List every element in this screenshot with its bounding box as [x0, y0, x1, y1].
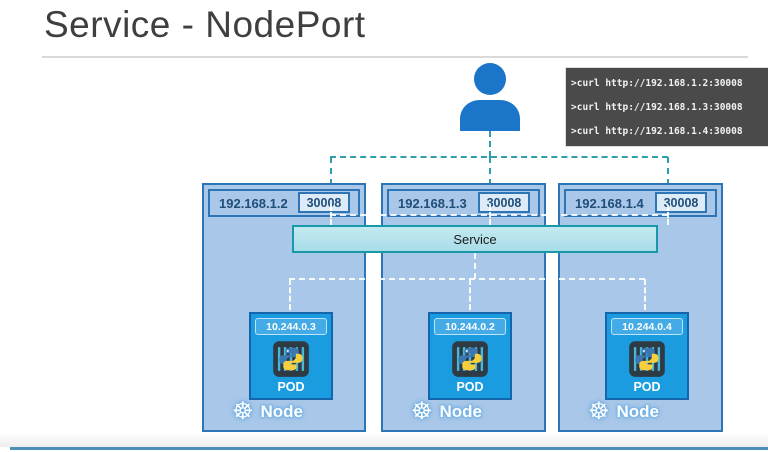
node-header: 192.168.1.3 30008 [387, 189, 540, 217]
connector-port2-down [489, 205, 491, 225]
connector-service-down [474, 253, 476, 279]
node-label: Node [260, 402, 304, 421]
node-badge: ☸ Node [411, 399, 482, 425]
kubernetes-wheel-icon: ☸ [232, 398, 254, 425]
node-header: 192.168.1.2 30008 [208, 189, 360, 217]
service-label: Service [453, 231, 497, 247]
node-box-3: 192.168.1.4 30008 10.244.0.4 POD ☸ Node [558, 183, 723, 432]
connector-drop-node3 [667, 157, 669, 185]
service-bar: Service [292, 225, 658, 253]
connector-horizontal [330, 156, 668, 158]
kubernetes-wheel-icon: ☸ [411, 398, 433, 425]
connector-port1-down [330, 205, 332, 225]
python-container-icon [273, 341, 309, 377]
node-ip: 192.168.1.2 [219, 195, 288, 211]
connector-user-down [489, 131, 491, 157]
python-container-icon [629, 341, 665, 377]
connector-drop-node2 [489, 157, 491, 185]
pod-ip: 10.244.0.3 [255, 318, 327, 335]
node-label: Node [616, 402, 660, 421]
node-header: 192.168.1.4 30008 [564, 189, 717, 217]
node-ip: 192.168.1.4 [575, 195, 644, 211]
node-ip: 192.168.1.3 [398, 195, 467, 211]
node-badge: ☸ Node [232, 399, 303, 425]
curl-command: >curl http://192.168.1.3:30008 [571, 101, 743, 113]
pod-box: 10.244.0.2 POD [428, 312, 512, 400]
user-icon [458, 63, 522, 131]
terminal-window: >curl http://192.168.1.2:30008 >curl htt… [566, 68, 768, 146]
nodeport-badge: 30008 [298, 192, 350, 213]
nodeport-badge: 30008 [655, 192, 707, 213]
curl-command: >curl http://192.168.1.4:30008 [571, 125, 743, 137]
python-container-icon [452, 341, 488, 377]
connector-ports-service [330, 214, 668, 216]
connector-pod2-down [469, 279, 471, 310]
pod-box: 10.244.0.3 POD [249, 312, 333, 400]
bottom-fade [0, 433, 768, 447]
pod-ip: 10.244.0.4 [611, 318, 683, 335]
connector-drop-node1 [330, 157, 332, 185]
pod-ip: 10.244.0.2 [434, 318, 506, 335]
curl-command: >curl http://192.168.1.2:30008 [571, 77, 743, 89]
page-title: Service - NodePort [44, 4, 366, 45]
connector-pods-horizontal [289, 278, 645, 280]
node-box-1: 192.168.1.2 30008 10.244.0.3 POD ☸ Node [202, 183, 366, 432]
title-divider [42, 56, 748, 58]
pod-label: POD [277, 380, 305, 394]
pod-label: POD [633, 380, 661, 394]
pod-label: POD [456, 380, 484, 394]
node-label: Node [439, 402, 483, 421]
nodeport-badge: 30008 [478, 192, 530, 213]
node-box-2: 192.168.1.3 30008 10.244.0.2 POD ☸ Node [381, 183, 546, 432]
connector-port3-down [667, 205, 669, 225]
pod-box: 10.244.0.4 POD [605, 312, 689, 400]
connector-pod1-down [289, 279, 291, 310]
node-badge: ☸ Node [588, 399, 659, 425]
connector-pod3-down [644, 279, 646, 310]
kubernetes-wheel-icon: ☸ [588, 398, 610, 425]
bottom-accent-bar [10, 447, 768, 450]
